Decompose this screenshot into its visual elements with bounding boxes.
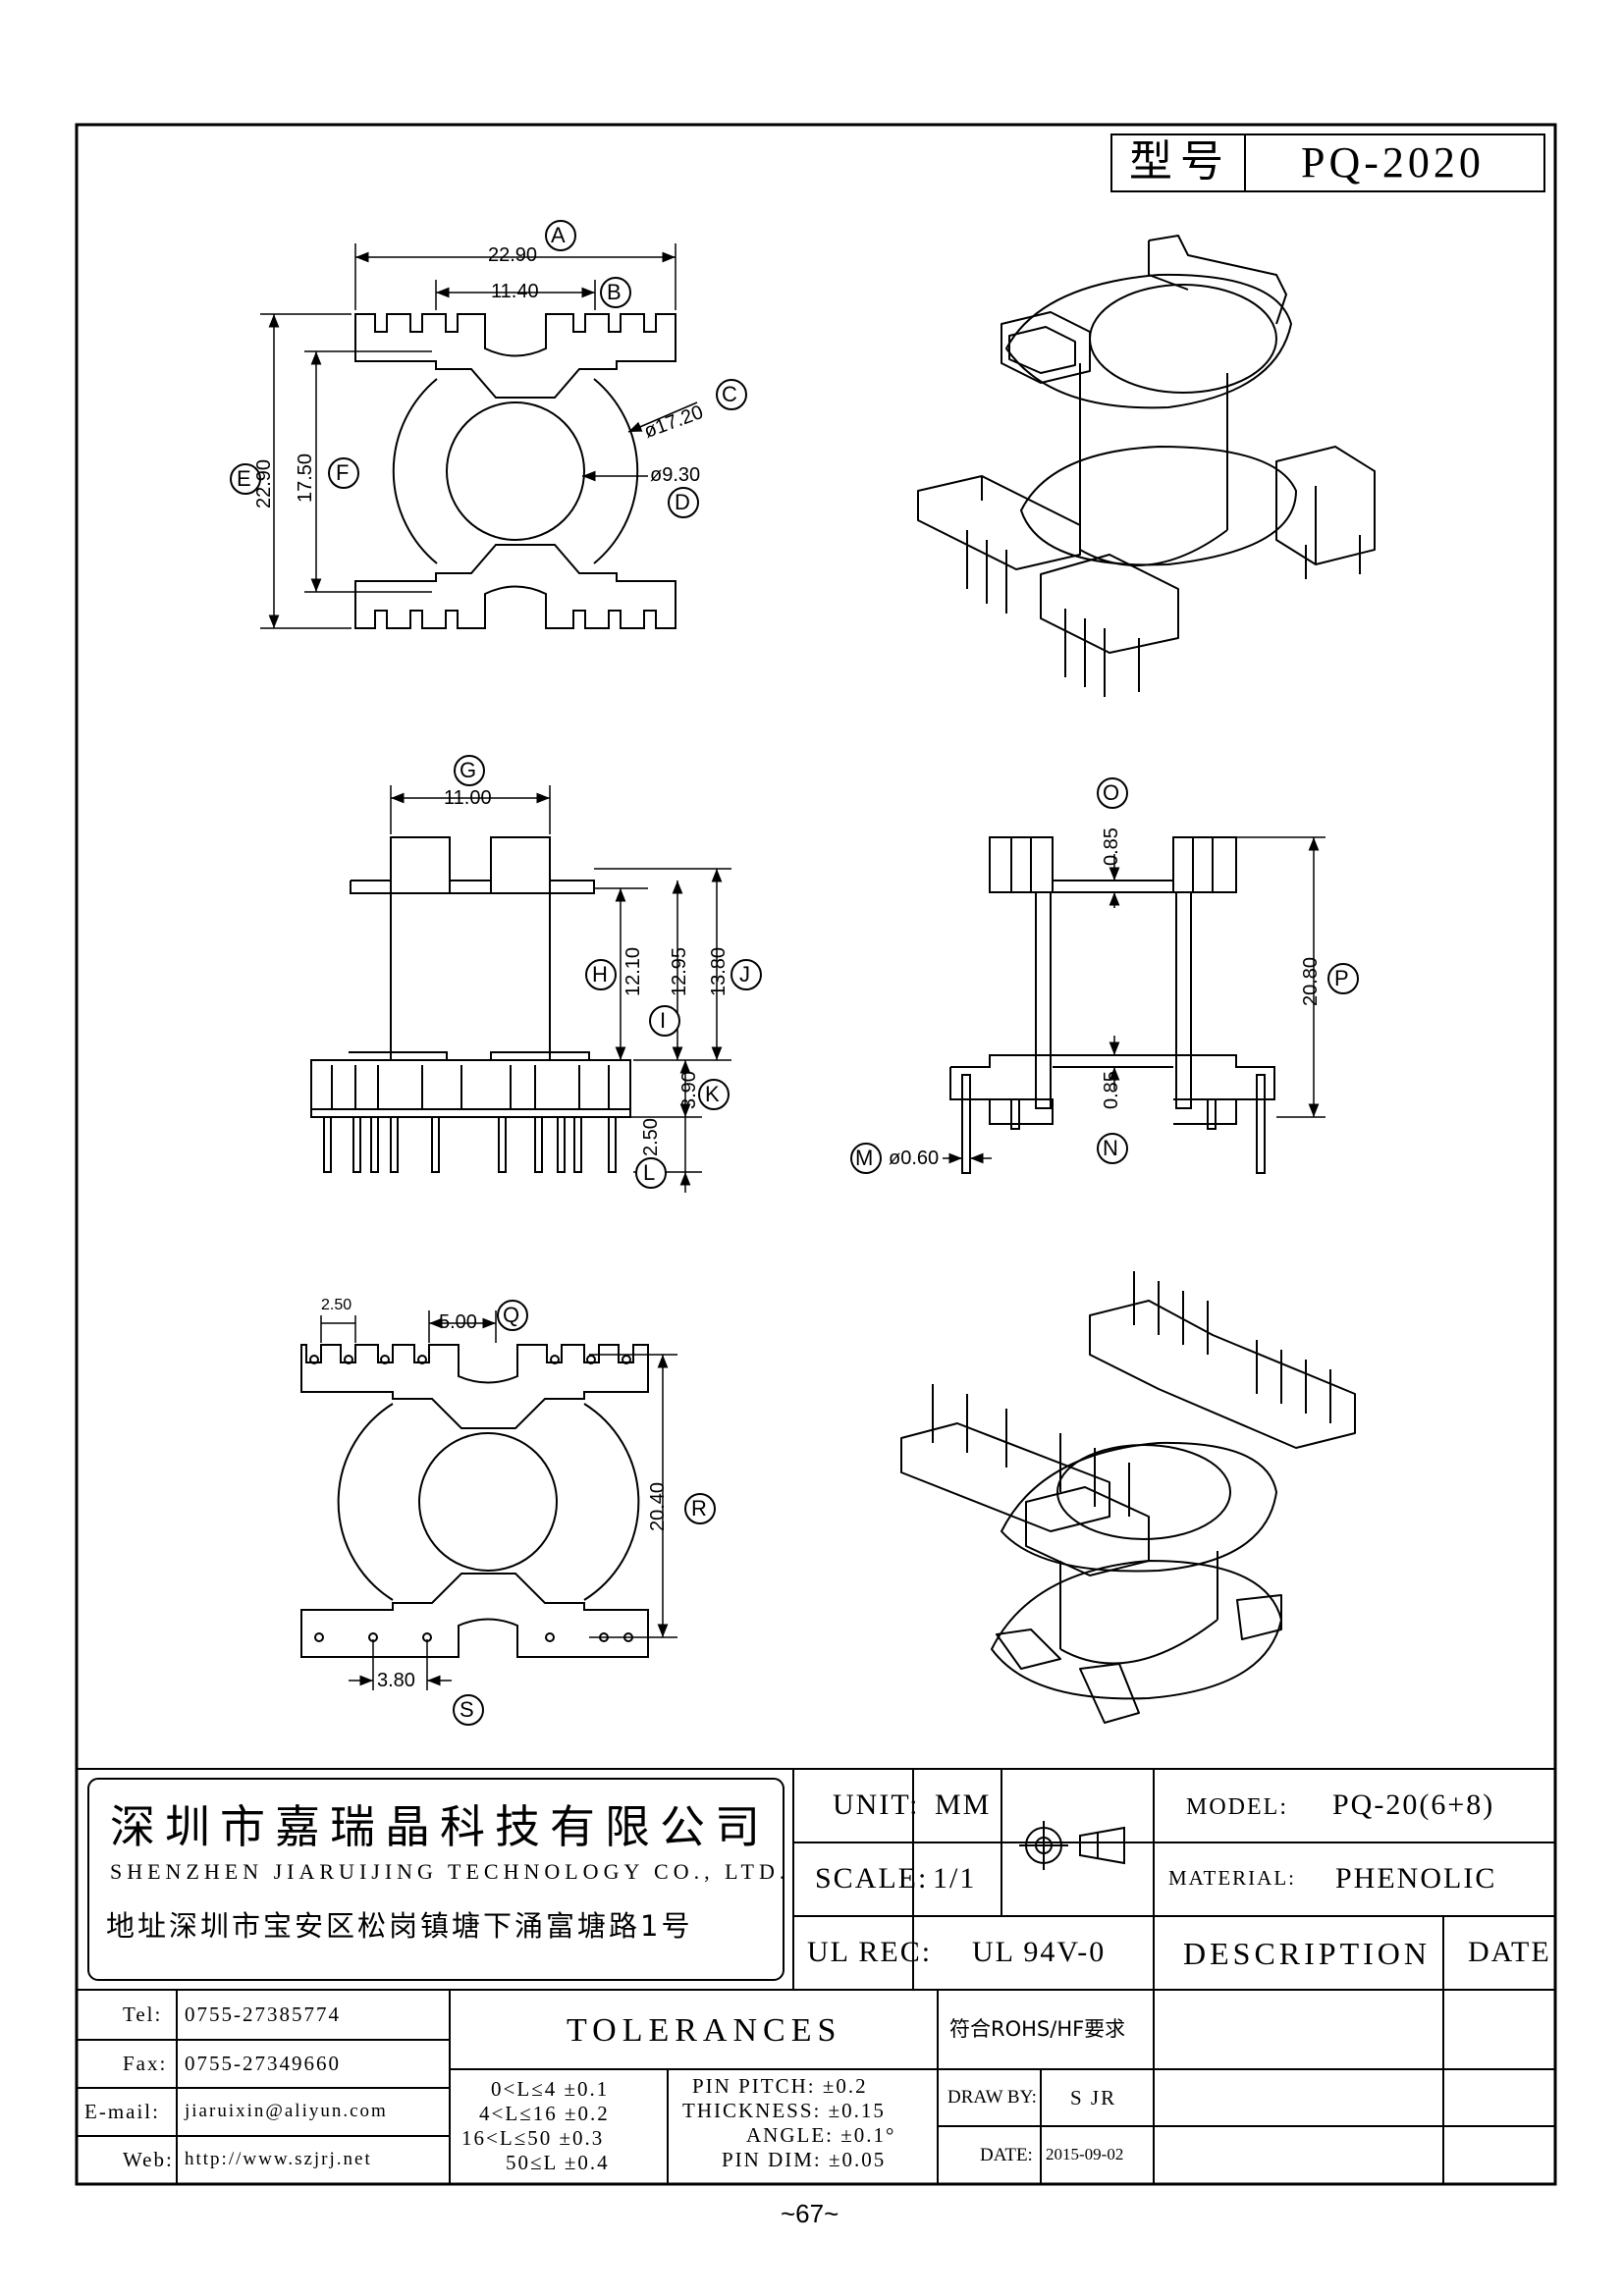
dim-tag-m: M (855, 1146, 874, 1170)
scale-label: SCALE: (815, 1862, 929, 1895)
dim-value-l: 2.50 (640, 1118, 662, 1156)
dim-value-f: 17.50 (295, 453, 316, 503)
dimension-lines (260, 243, 1325, 1690)
dim-tag-r: R (691, 1496, 707, 1521)
drawby-label: DRAW BY: (947, 2087, 1037, 2108)
date-footer-label: DATE: (980, 2145, 1033, 2165)
drawby-value: S JR (1070, 2086, 1117, 2109)
title-table-grid (77, 1768, 1555, 2184)
dim-value-h: 12.10 (622, 946, 644, 996)
dim-tag-h: H (592, 962, 608, 987)
iso-view-top (917, 235, 1376, 697)
dim-tag-a: A (551, 223, 566, 247)
tel-label: Tel: (123, 2002, 163, 2026)
dim-tag-l: L (643, 1160, 656, 1185)
type-title-block (1110, 133, 1545, 192)
dim-value-s: 3.80 (377, 1670, 415, 1691)
tel-value: 0755-27385774 (185, 2002, 341, 2026)
dim-tag-b: B (607, 280, 622, 304)
type-value: PQ-2020 (1301, 138, 1485, 187)
tolerance-range-4: 50≤L ±0.4 (506, 2151, 610, 2174)
email-value[interactable]: jiaruixin@aliyun.com (185, 2101, 388, 2121)
company-address: 地址深圳市宝安区松岗镇塘下涌富塘路1号 (106, 1909, 693, 1943)
dim-tag-q: Q (503, 1303, 520, 1327)
front-view (949, 836, 1275, 1174)
dim-value-p: 20.80 (1300, 956, 1322, 1006)
dim-value-d: ø9.30 (650, 464, 701, 486)
dim-tag-o: O (1103, 780, 1120, 805)
unit-value: MM (935, 1789, 992, 1821)
dim-tag-e: E (237, 466, 251, 491)
fax-label: Fax: (123, 2052, 168, 2075)
ulrec-label: UL REC: (807, 1936, 933, 1968)
sheet-border (75, 123, 1557, 2186)
ulrec-value: UL 94V-0 (972, 1936, 1107, 1968)
rohs-note: 符合ROHS/HF要求 (949, 2017, 1126, 2041)
dim-tag-s: S (460, 1697, 474, 1722)
description-label: DESCRIPTION (1183, 1936, 1432, 1971)
type-label: 型号 (1129, 137, 1231, 186)
company-name-cn: 深圳市嘉瑞晶科技有限公司 (110, 1800, 770, 1853)
material-value: PHENOLIC (1335, 1862, 1497, 1895)
iso-view-bottom (900, 1271, 1356, 1724)
tolerances-title: TOLERANCES (567, 2012, 842, 2049)
tolerance-pin-pitch: PIN PITCH: ±0.2 (692, 2074, 868, 2098)
tolerance-pin-dim: PIN DIM: ±0.05 (722, 2148, 887, 2171)
web-value[interactable]: http://www.szjrj.net (185, 2149, 372, 2169)
tolerance-range-1: 0<L≤4 ±0.1 (491, 2077, 610, 2101)
side-view (310, 836, 631, 1173)
model-value: PQ-20(6+8) (1332, 1789, 1495, 1821)
dim-tag-j: J (739, 962, 750, 987)
tolerance-range-2: 4<L≤16 ±0.2 (479, 2102, 610, 2125)
projection-symbol (1019, 1821, 1125, 1870)
top-view (354, 313, 676, 629)
scale-value: 1/1 (933, 1862, 977, 1895)
dim-value-r: 20.40 (647, 1481, 669, 1531)
dim-value-e: 22.90 (253, 458, 275, 508)
page-number: ~67~ (781, 2199, 839, 2228)
dim-value-g: 11.00 (444, 787, 492, 809)
dim-value-k: 3.90 (678, 1071, 700, 1109)
web-label: Web: (123, 2148, 174, 2171)
dim-tag-g: G (460, 758, 477, 782)
dim-tag-k: K (705, 1082, 720, 1106)
tolerance-thickness: THICKNESS: ±0.15 (682, 2099, 886, 2122)
email-label: E-mail: (84, 2100, 160, 2123)
dim-value-a: 22.90 (488, 244, 538, 266)
date-label: DATE (1468, 1936, 1551, 1968)
dim-tag-p: P (1334, 966, 1349, 990)
bottom-view (300, 1344, 649, 1658)
dim-tag-n: N (1103, 1136, 1118, 1160)
dimension-tags (230, 220, 1359, 1726)
date-footer-value: 2015-09-02 (1046, 2145, 1124, 2163)
dim-tag-f: F (336, 460, 350, 485)
dim-value-o: 0.85 (1101, 828, 1122, 866)
dim-value-q-pitch: 2.50 (321, 1297, 352, 1313)
dim-value-j: 13.80 (708, 946, 730, 996)
dim-value-b: 11.40 (491, 281, 539, 302)
tolerance-angle: ANGLE: ±0.1° (746, 2123, 896, 2147)
dim-value-q: 5.00 (439, 1311, 477, 1333)
model-label: MODEL: (1186, 1794, 1288, 1820)
dim-value-n: 0.85 (1101, 1071, 1122, 1109)
company-name-en: SHENZHEN JIARUIJING TECHNOLOGY CO., LTD. (110, 1859, 790, 1884)
dim-value-m: ø0.60 (889, 1148, 940, 1169)
material-label: MATERIAL: (1168, 1866, 1296, 1890)
dim-tag-i: I (660, 1008, 667, 1033)
dim-value-i: 12.95 (669, 946, 690, 996)
dim-tag-d: D (675, 490, 690, 514)
fax-value: 0755-27349660 (185, 2052, 341, 2075)
tolerance-range-3: 16<L≤50 ±0.3 (461, 2126, 605, 2150)
unit-label: UNIT: (833, 1789, 920, 1821)
dim-tag-c: C (722, 382, 737, 406)
